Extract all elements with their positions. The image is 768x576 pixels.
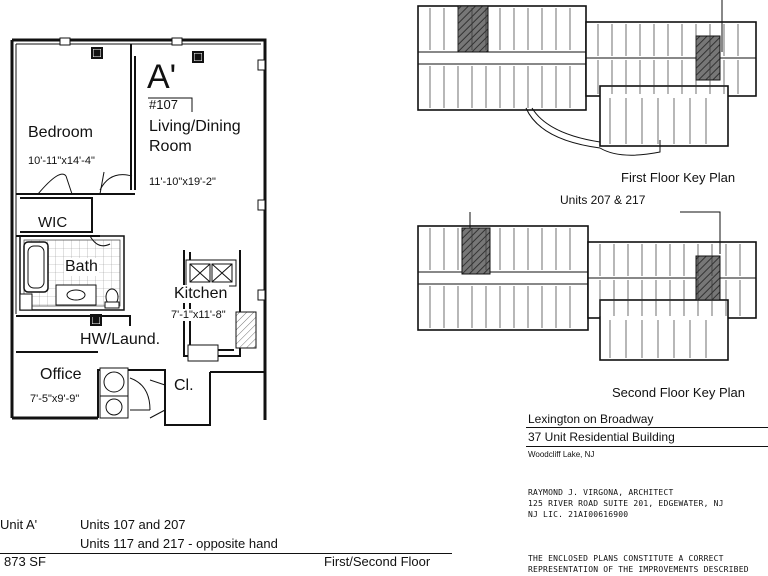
washer-dryer (99, 367, 129, 419)
room-living-name2: Room (149, 138, 192, 155)
disclaimer-line2: REPRESENTATION OF THE IMPROVEMENTS DESCR… (528, 565, 749, 574)
unit-letter: A' (147, 58, 177, 96)
room-wic-name: WIC (38, 214, 68, 231)
title-block-rule-top (526, 427, 768, 428)
room-office-name: Office (40, 366, 82, 383)
units-callout: Units 207 & 217 (560, 193, 646, 207)
room-closet-name: Cl. (174, 377, 194, 394)
room-hw-name: HW/Laund. (80, 331, 161, 348)
footer-area: 873 SF (4, 554, 46, 569)
title-block-rule-mid (526, 446, 768, 447)
vanity (55, 284, 97, 306)
architect-name: RAYMOND J. VIRGONA, ARCHITECT (528, 488, 674, 497)
second-floor-key-plan-title: Second Floor Key Plan (612, 385, 745, 400)
footer-units-line1: Units 107 and 207 (80, 517, 186, 532)
architect-license: NJ LIC. 21AI00616900 (528, 510, 629, 519)
footer-floors: First/Second Floor (324, 554, 431, 569)
room-living-name: Living/Dining (149, 118, 241, 135)
exterior-walls (10, 37, 267, 426)
room-kitchen-name: Kitchen (172, 285, 230, 303)
architect-address: 125 RIVER ROAD SUITE 201, EDGEWATER, NJ (528, 499, 724, 508)
footer-units-line2: Units 117 and 217 - opposite hand (80, 536, 278, 551)
room-bedroom-name: Bedroom (28, 124, 93, 141)
building-description: 37 Unit Residential Building (528, 430, 675, 444)
room-office-dims: 7'-5"x9'-9" (30, 393, 80, 405)
unit-number: #107 (149, 97, 178, 112)
footer-unit-label: Unit A' (0, 517, 38, 532)
room-bedroom-dims: 10'-11"x14'-4" (28, 155, 95, 167)
room-kitchen-dims: 7'-1"x11'-8" (169, 309, 228, 321)
building-name: Lexington on Broadway (528, 412, 654, 426)
disclaimer-line1: THE ENCLOSED PLANS CONSTITUTE A CORRECT (528, 554, 724, 563)
kitchen-appliances (185, 259, 257, 362)
footer-rule (0, 553, 452, 554)
building-location: Woodcliff Lake, NJ (528, 450, 595, 459)
first-floor-key-plan-title: First Floor Key Plan (621, 170, 736, 185)
room-living-dims: 11'-10"x19'-2" (149, 176, 216, 188)
room-bath-name: Bath (64, 258, 99, 276)
doors (37, 47, 204, 419)
bathtub (23, 241, 49, 293)
